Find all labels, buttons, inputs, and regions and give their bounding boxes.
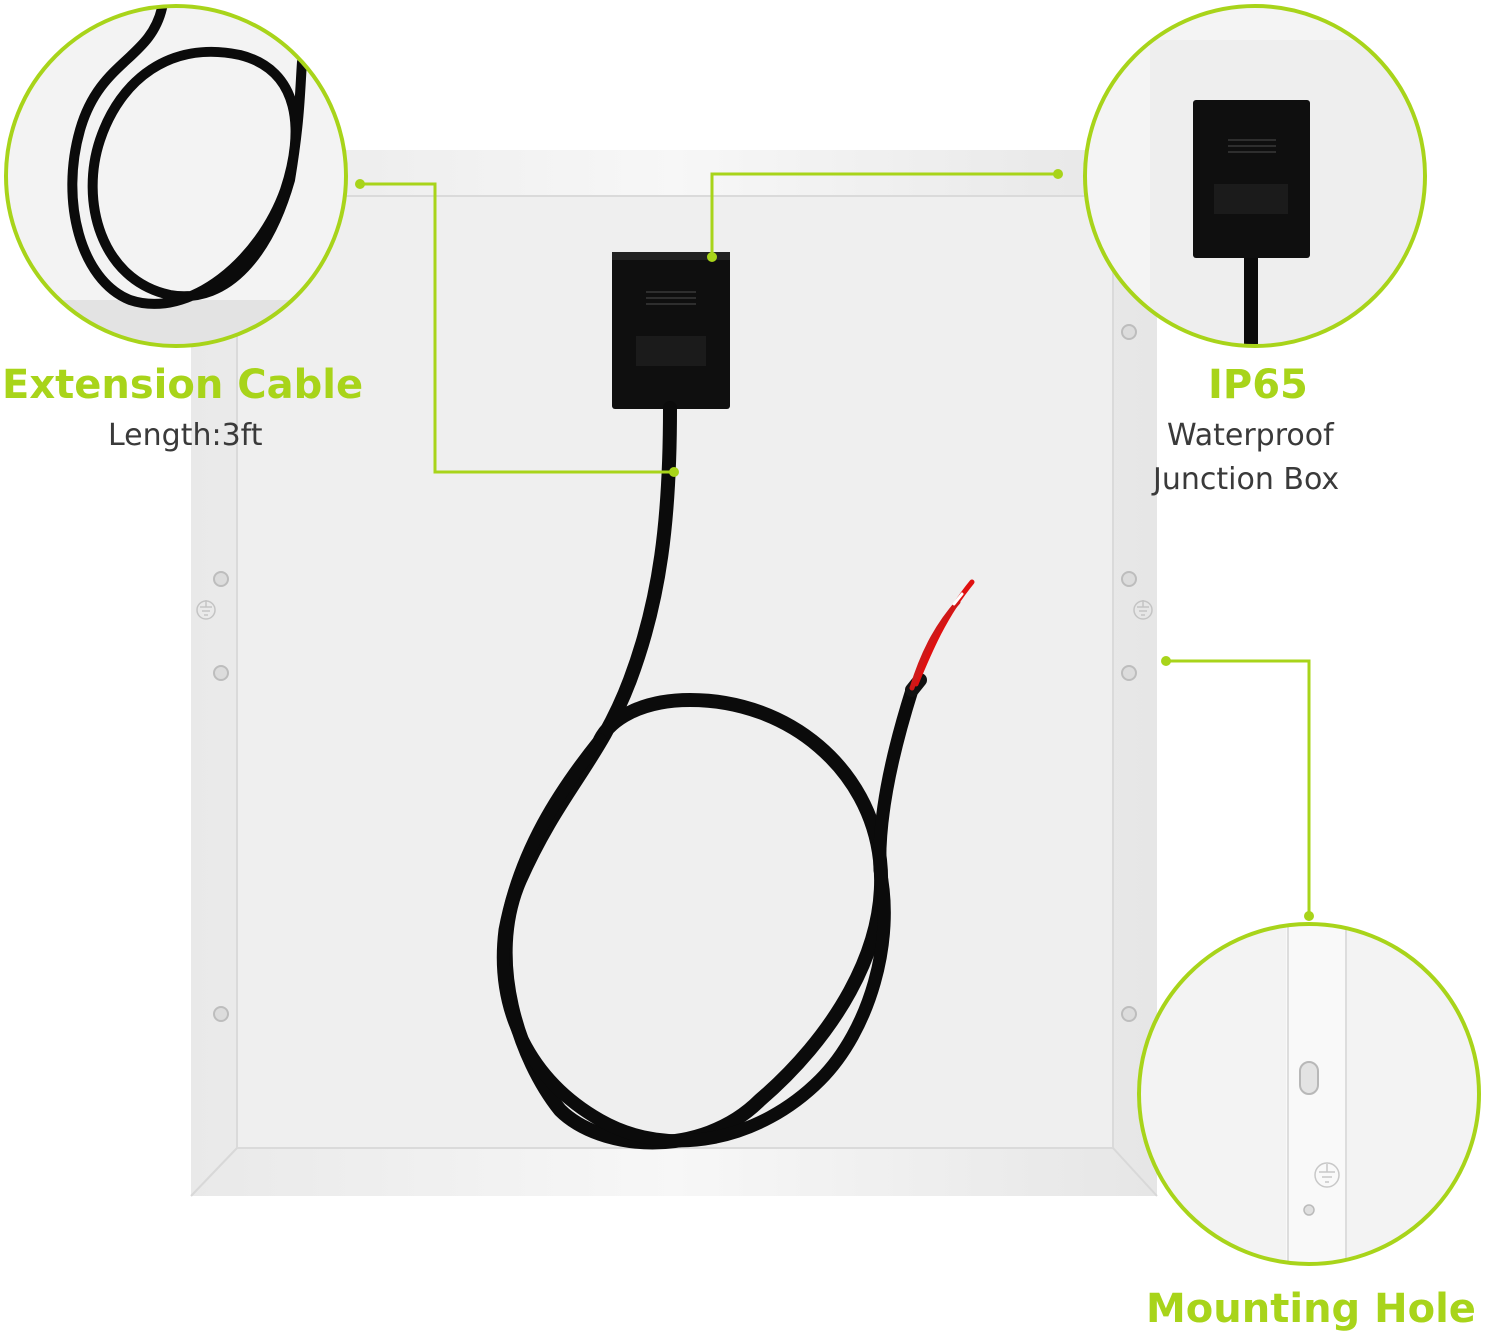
frame-mounting-holes (213, 324, 1137, 1022)
extension-cable-title: Extension Cable (2, 362, 364, 408)
ground-symbol-icon (196, 600, 1153, 620)
extension-cable-length: Length:3ft (108, 418, 263, 453)
zoom-circle-junction-box (1083, 4, 1427, 348)
junction-box-subtitle-line2: Junction Box (1153, 462, 1340, 497)
mounting-hole-title: Mounting Hole (1146, 1286, 1476, 1332)
junction-box-rating-title: IP65 (1208, 362, 1308, 408)
callout-leader-dots (355, 169, 1314, 921)
callout-leader-lines (360, 172, 1311, 916)
junction-box-subtitle-line1: Waterproof (1167, 418, 1334, 453)
cable-wire-ends (909, 579, 975, 691)
junction-box (612, 252, 730, 409)
zoom-circle-mounting-hole (1137, 922, 1481, 1266)
